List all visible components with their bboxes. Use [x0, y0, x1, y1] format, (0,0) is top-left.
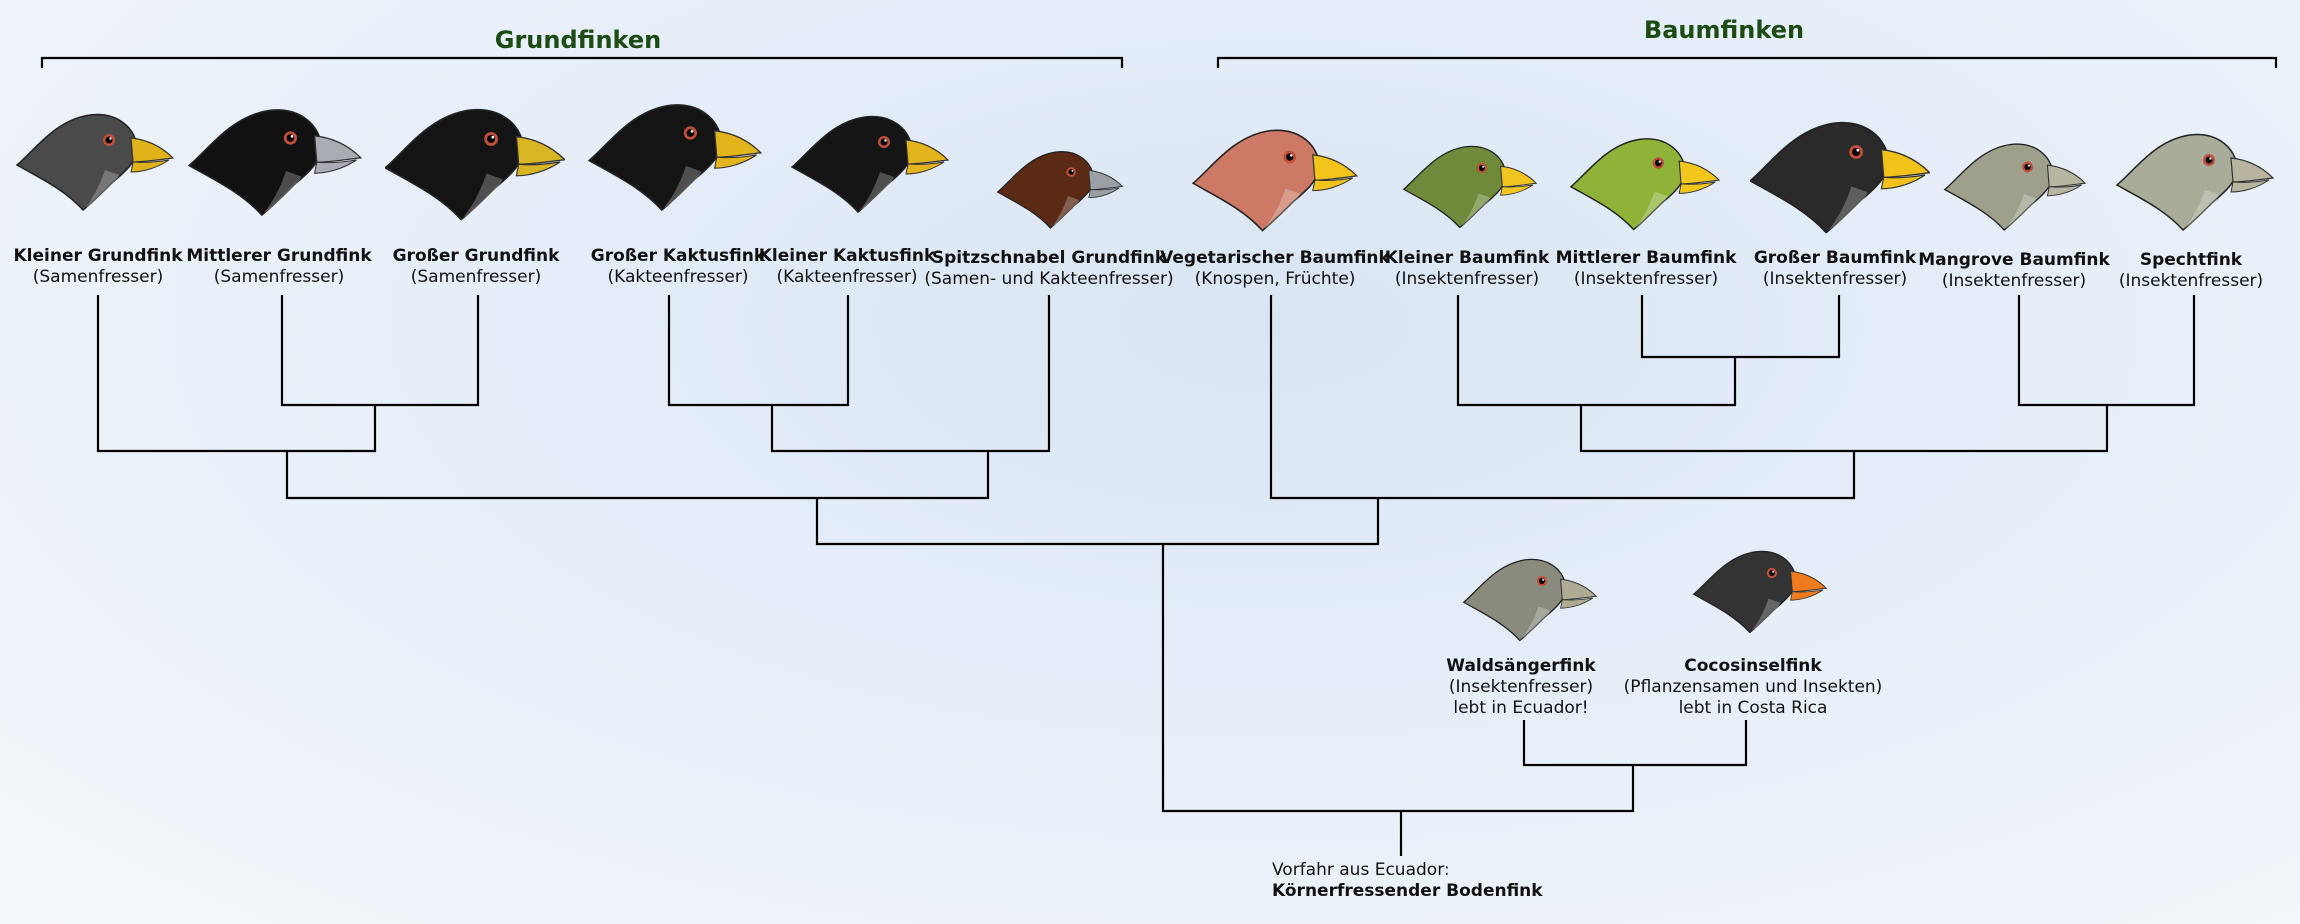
finch-head: [587, 104, 723, 212]
finch-head: [1402, 145, 1507, 229]
ancestor-caption: Vorfahr aus Ecuador:: [1272, 860, 1450, 880]
species-label: Vegetarischer Baumfink (Knospen, Früchte…: [1160, 248, 1390, 290]
finch-head: [15, 113, 138, 212]
finch-beak: [1790, 570, 1828, 593]
species-label: Großer Grundfink (Samenfresser): [393, 246, 560, 288]
finch-head: [1191, 129, 1320, 232]
species-label: Waldsängerfink (Insektenfresser) lebt in…: [1446, 656, 1595, 719]
finch-beak: [713, 130, 763, 158]
species-label: Mittlerer Grundfink (Samenfresser): [186, 246, 371, 288]
species-name: Kleiner Kaktusfink: [758, 246, 936, 266]
species-name: Großer Kaktusfink: [590, 246, 766, 266]
species-habitat: lebt in Costa Rica: [1678, 698, 1828, 718]
species-label: Cocosinselfink (Pflanzensamen und Insekt…: [1624, 656, 1883, 719]
species-label: Kleiner Baumfink (Insektenfresser): [1385, 248, 1550, 290]
finch-beak: [515, 135, 565, 165]
finch-beak: [2230, 157, 2275, 183]
species-diet: (Kakteenfresser): [607, 267, 749, 287]
species-diet: (Insektenfresser): [1941, 271, 2087, 291]
finch-head-icon: [15, 113, 175, 212]
species-name: Mittlerer Baumfink: [1555, 248, 1737, 268]
finch-head: [385, 108, 525, 221]
species-diet: (Insektenfresser): [1762, 269, 1908, 289]
species-label: Großer Kaktusfink (Kakteenfresser): [591, 246, 765, 288]
species-name: Vegetarischer Baumfink: [1160, 248, 1390, 268]
finch-head-icon: [996, 151, 1124, 229]
finch-head-icon: [1750, 121, 1930, 234]
finch-head-icon: [1402, 145, 1538, 229]
species-name: Großer Grundfink: [392, 246, 560, 266]
finch-head: [790, 115, 913, 214]
finch-head-icon: [187, 109, 363, 217]
bracket-tree: [1216, 56, 2278, 68]
species-diet: (Insektenfresser): [1448, 677, 1594, 697]
species-label: Großer Baumfink (Insektenfresser): [1754, 248, 1916, 290]
finch-head-icon: [1569, 138, 1721, 231]
finch-beak: [1678, 160, 1721, 185]
finch-beak: [905, 139, 950, 165]
species-name: Kleiner Grundfink: [13, 246, 183, 266]
group-title-baumfinken: Baumfinken: [1643, 16, 1805, 44]
finch-beak: [1312, 154, 1359, 181]
species-name: Cocosinselfink: [1684, 656, 1822, 676]
finch-beak: [2046, 164, 2087, 188]
species-diet: (Insektenfresser): [1394, 269, 1540, 289]
finch-head: [1750, 121, 1890, 234]
species-name: Mittlerer Grundfink: [186, 246, 372, 266]
species-label: Kleiner Kaktusfink (Kakteenfresser): [759, 246, 936, 288]
species-diet: (Kakteenfresser): [776, 267, 918, 287]
species-name: Spechtfink: [2139, 250, 2243, 270]
species-name: Großer Baumfink: [1753, 248, 1917, 268]
species-label: Mittlerer Baumfink (Insektenfresser): [1556, 248, 1737, 290]
finch-head: [187, 109, 323, 217]
ancestor-name: Körnerfressender Bodenfink: [1272, 881, 1543, 901]
finch-head: [996, 151, 1095, 229]
finch-head-icon: [790, 115, 950, 214]
finch-head-icon: [1692, 550, 1828, 634]
finch-beak: [1560, 578, 1598, 601]
species-label: Spitzschnabel Grundfink (Samen- und Kakt…: [924, 248, 1173, 290]
finch-beak: [130, 137, 175, 163]
species-label: Kleiner Grundfink (Samenfresser): [13, 246, 182, 288]
bracket-ground: [40, 56, 1124, 68]
finch-head: [1943, 143, 2054, 231]
finch-beak: [1880, 148, 1930, 178]
species-name: Mangrove Baumfink: [1918, 250, 2110, 270]
species-name: Waldsängerfink: [1446, 656, 1596, 676]
finch-head: [1569, 138, 1686, 231]
species-label: Spechtfink (Insektenfresser): [2119, 250, 2263, 292]
species-diet: (Samenfresser): [213, 267, 345, 287]
finch-head-icon: [385, 108, 565, 221]
species-diet: (Samen- und Kakteenfresser): [924, 269, 1174, 289]
finch-head-icon: [2115, 133, 2275, 232]
ancestor-label: Vorfahr aus Ecuador: Körnerfressender Bo…: [1272, 860, 1543, 902]
species-diet: (Samenfresser): [410, 267, 542, 287]
species-diet: (Samenfresser): [32, 267, 164, 287]
finch-head: [1462, 558, 1567, 642]
finch-head: [2115, 133, 2238, 232]
species-diet: (Knospen, Früchte): [1194, 269, 1356, 289]
finch-beak: [313, 135, 363, 163]
finch-head-icon: [1943, 143, 2087, 231]
species-name: Kleiner Baumfink: [1384, 248, 1550, 268]
species-diet: (Pflanzensamen und Insekten): [1623, 677, 1883, 697]
finch-head: [1692, 550, 1797, 634]
species-habitat: lebt in Ecuador!: [1453, 698, 1589, 718]
species-diet: (Insektenfresser): [1573, 269, 1719, 289]
finch-beak: [1500, 165, 1538, 188]
species-diet: (Insektenfresser): [2118, 271, 2264, 291]
finch-head-icon: [1462, 558, 1598, 642]
finch-head-icon: [587, 104, 763, 212]
finch-head-icon: [1191, 129, 1359, 232]
finch-beak: [1088, 169, 1124, 191]
group-title-grundfinken: Grundfinken: [494, 26, 662, 54]
species-name: Spitzschnabel Grundfink: [931, 248, 1167, 268]
species-label: Mangrove Baumfink (Insektenfresser): [1918, 250, 2110, 292]
